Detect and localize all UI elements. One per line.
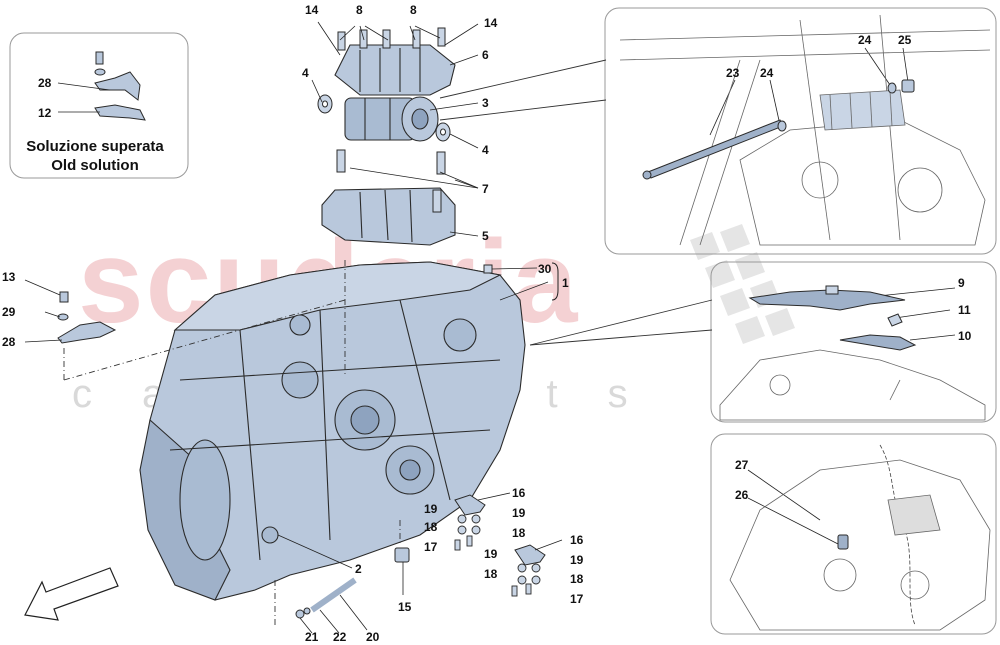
callout-20: 20 (366, 630, 380, 644)
brackets-16 (454, 494, 546, 566)
callout-28: 28 (38, 76, 52, 90)
callout-14: 14 (484, 16, 498, 30)
callout-11: 11 (958, 303, 971, 317)
callout-15: 15 (398, 600, 412, 614)
callout-18: 18 (512, 526, 526, 540)
callout-17: 17 (570, 592, 584, 606)
callout-19: 19 (484, 547, 498, 561)
callout-10: 10 (958, 329, 972, 343)
selector-housing-5 (321, 187, 456, 246)
detail-frame-bottom (710, 433, 997, 635)
selector-cover-6 (334, 44, 456, 96)
callout-28: 28 (2, 335, 16, 349)
selector-drum-3 (344, 96, 439, 142)
callout-4: 4 (482, 143, 489, 157)
callout-1: 1 (562, 276, 569, 290)
callout-25: 25 (898, 33, 912, 47)
callout-18: 18 (424, 520, 438, 534)
checkered-flag (690, 224, 795, 344)
callout-22: 22 (333, 630, 347, 644)
washer-24-bush-25 (777, 79, 915, 132)
inset-connectors (439, 59, 713, 346)
inset-title-italian: Soluzione superata (26, 138, 164, 155)
callout-13: 13 (2, 270, 16, 284)
callout-9: 9 (958, 276, 965, 290)
dashdot-lines (63, 260, 401, 625)
callout-21: 21 (305, 630, 319, 644)
callout-14: 14 (305, 3, 319, 17)
inset-title-english: Old solution (51, 157, 139, 174)
callout-7: 7 (482, 182, 489, 196)
callout-8: 8 (410, 3, 417, 17)
callout-19: 19 (424, 502, 438, 516)
detail-bottom-art (729, 444, 991, 631)
misc-parts (57, 51, 410, 619)
sensor-26-27 (837, 534, 849, 550)
callout-2: 2 (355, 562, 362, 576)
callout-3: 3 (482, 96, 489, 110)
detail-frame-top (604, 7, 997, 255)
callout-27: 27 (735, 458, 749, 472)
direction-arrow (24, 567, 119, 621)
detail-middle-art (719, 349, 986, 421)
washers-4 (317, 94, 451, 142)
callout-5: 5 (482, 229, 489, 243)
callout-8: 8 (356, 3, 363, 17)
gearbox-housing (139, 261, 526, 601)
washers-nuts (454, 514, 541, 597)
leader-lines (24, 21, 956, 634)
callout-17: 17 (424, 540, 438, 554)
callout-26: 26 (735, 488, 749, 502)
old-solution-frame (9, 32, 189, 179)
callout-19: 19 (570, 553, 584, 567)
callout-18: 18 (484, 567, 498, 581)
callout-24: 24 (760, 66, 774, 80)
callout-6: 6 (482, 48, 489, 62)
callout-16: 16 (512, 486, 526, 500)
detail-frame-middle (710, 261, 997, 423)
callout-23: 23 (726, 66, 740, 80)
bracket-9-lever-10-nut-11 (748, 285, 917, 351)
callout-19: 19 (512, 506, 526, 520)
callout-30: 30 (538, 262, 552, 276)
detail-top-art (619, 14, 991, 246)
callout-18: 18 (570, 572, 584, 586)
callout-16: 16 (570, 533, 584, 547)
callout-4: 4 (302, 66, 309, 80)
callout-29: 29 (2, 305, 16, 319)
callout-24: 24 (858, 33, 872, 47)
callout-12: 12 (38, 106, 52, 120)
